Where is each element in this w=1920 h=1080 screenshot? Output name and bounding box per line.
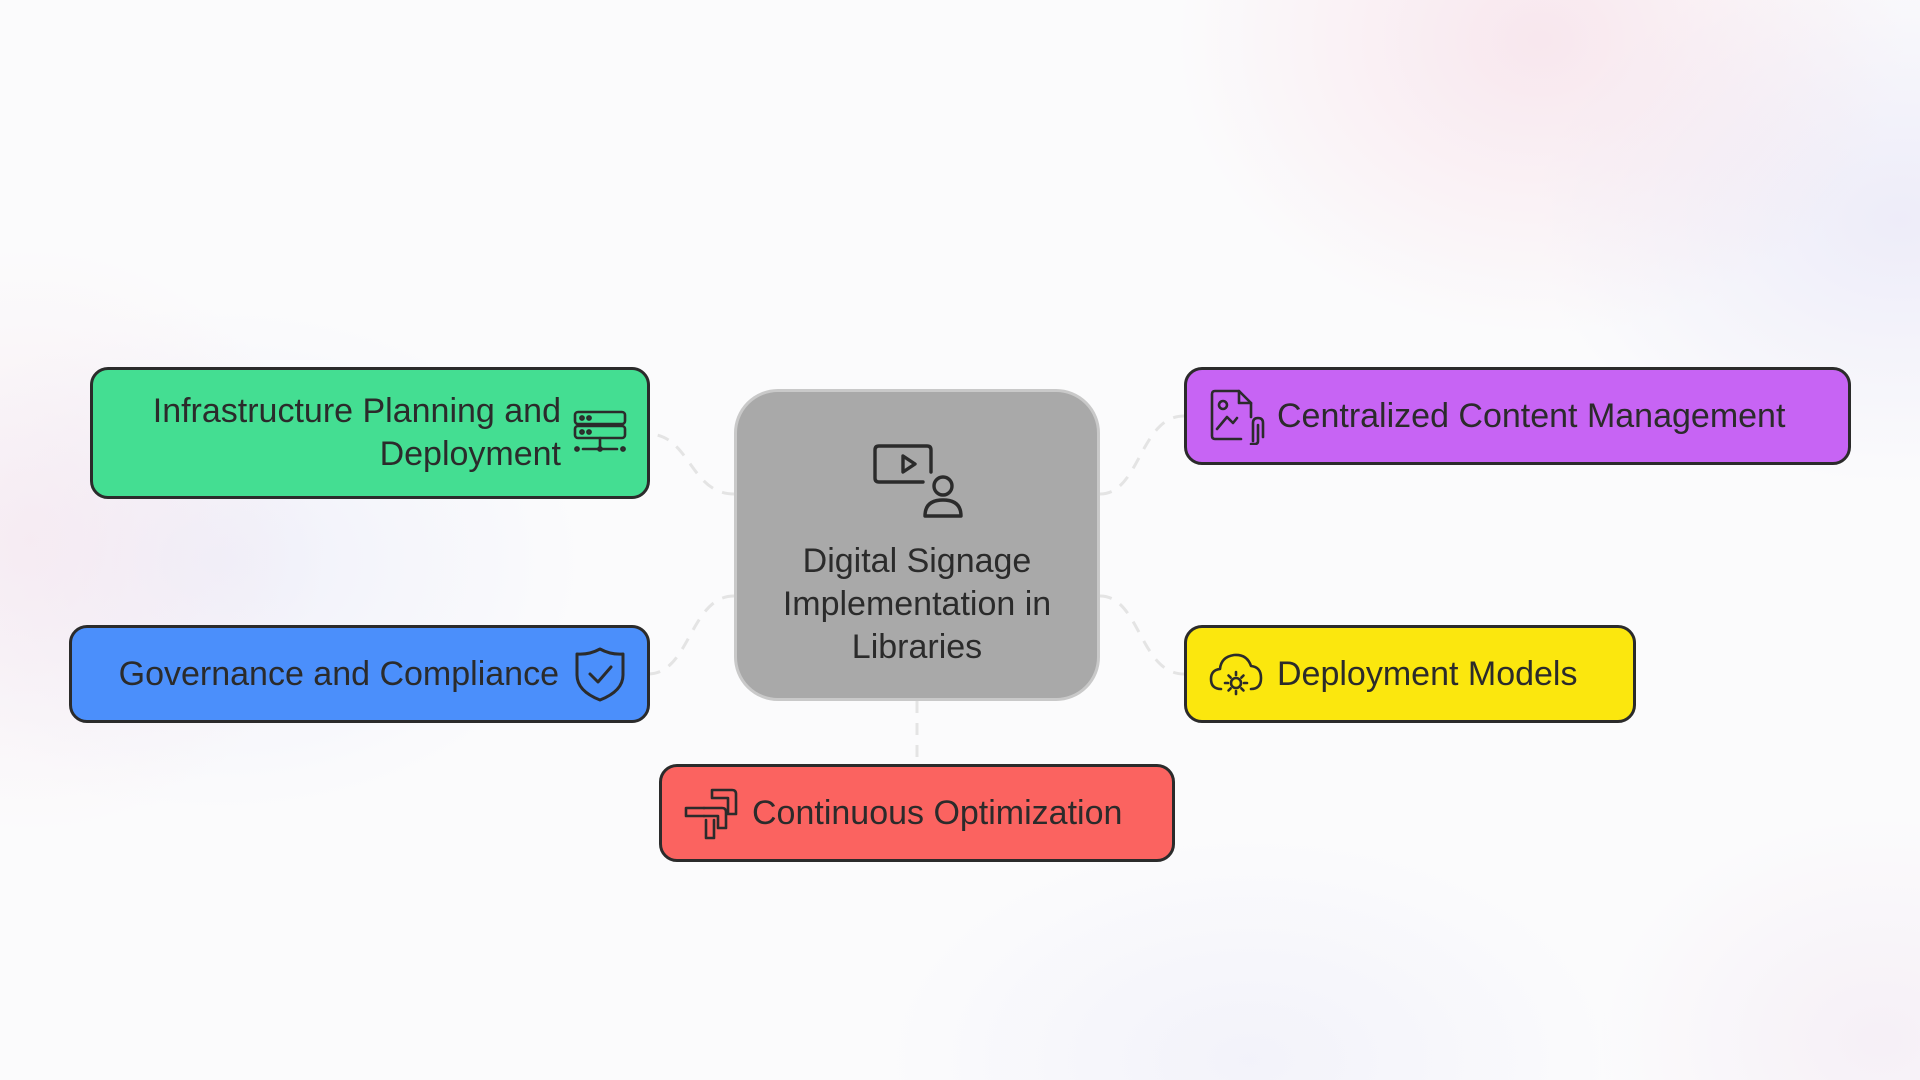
node-optimization-label: Continuous Optimization bbox=[752, 793, 1123, 832]
node-governance-label: Governance and Compliance bbox=[118, 654, 559, 693]
node-infrastructure[interactable]: Infrastructure Planning and Deployment bbox=[90, 367, 650, 499]
server-network-icon bbox=[571, 404, 629, 462]
connector-content bbox=[1099, 414, 1185, 496]
node-infrastructure-label: Infrastructure Planning and Deployment bbox=[152, 392, 561, 473]
video-person-icon bbox=[869, 428, 965, 524]
connector-deployment-models bbox=[1099, 594, 1185, 676]
document-image-attachment-icon bbox=[1207, 387, 1265, 445]
node-governance[interactable]: Governance and Compliance bbox=[69, 625, 650, 723]
cloud-gear-icon bbox=[1207, 645, 1265, 703]
node-deployment-models[interactable]: Deployment Models bbox=[1184, 625, 1636, 723]
node-content[interactable]: Centralized Content Management bbox=[1184, 367, 1851, 465]
center-title: Digital Signage Implementation in Librar… bbox=[782, 542, 1052, 666]
shield-check-icon bbox=[571, 645, 629, 703]
node-optimization[interactable]: Continuous Optimization bbox=[659, 764, 1175, 862]
node-deployment-models-label: Deployment Models bbox=[1277, 654, 1578, 693]
connector-governance bbox=[647, 594, 735, 676]
turn-arrows-icon bbox=[682, 784, 740, 842]
node-content-label: Centralized Content Management bbox=[1277, 396, 1786, 435]
connector-infrastructure bbox=[647, 432, 735, 496]
center-node[interactable]: Digital Signage Implementation in Librar… bbox=[734, 389, 1100, 701]
